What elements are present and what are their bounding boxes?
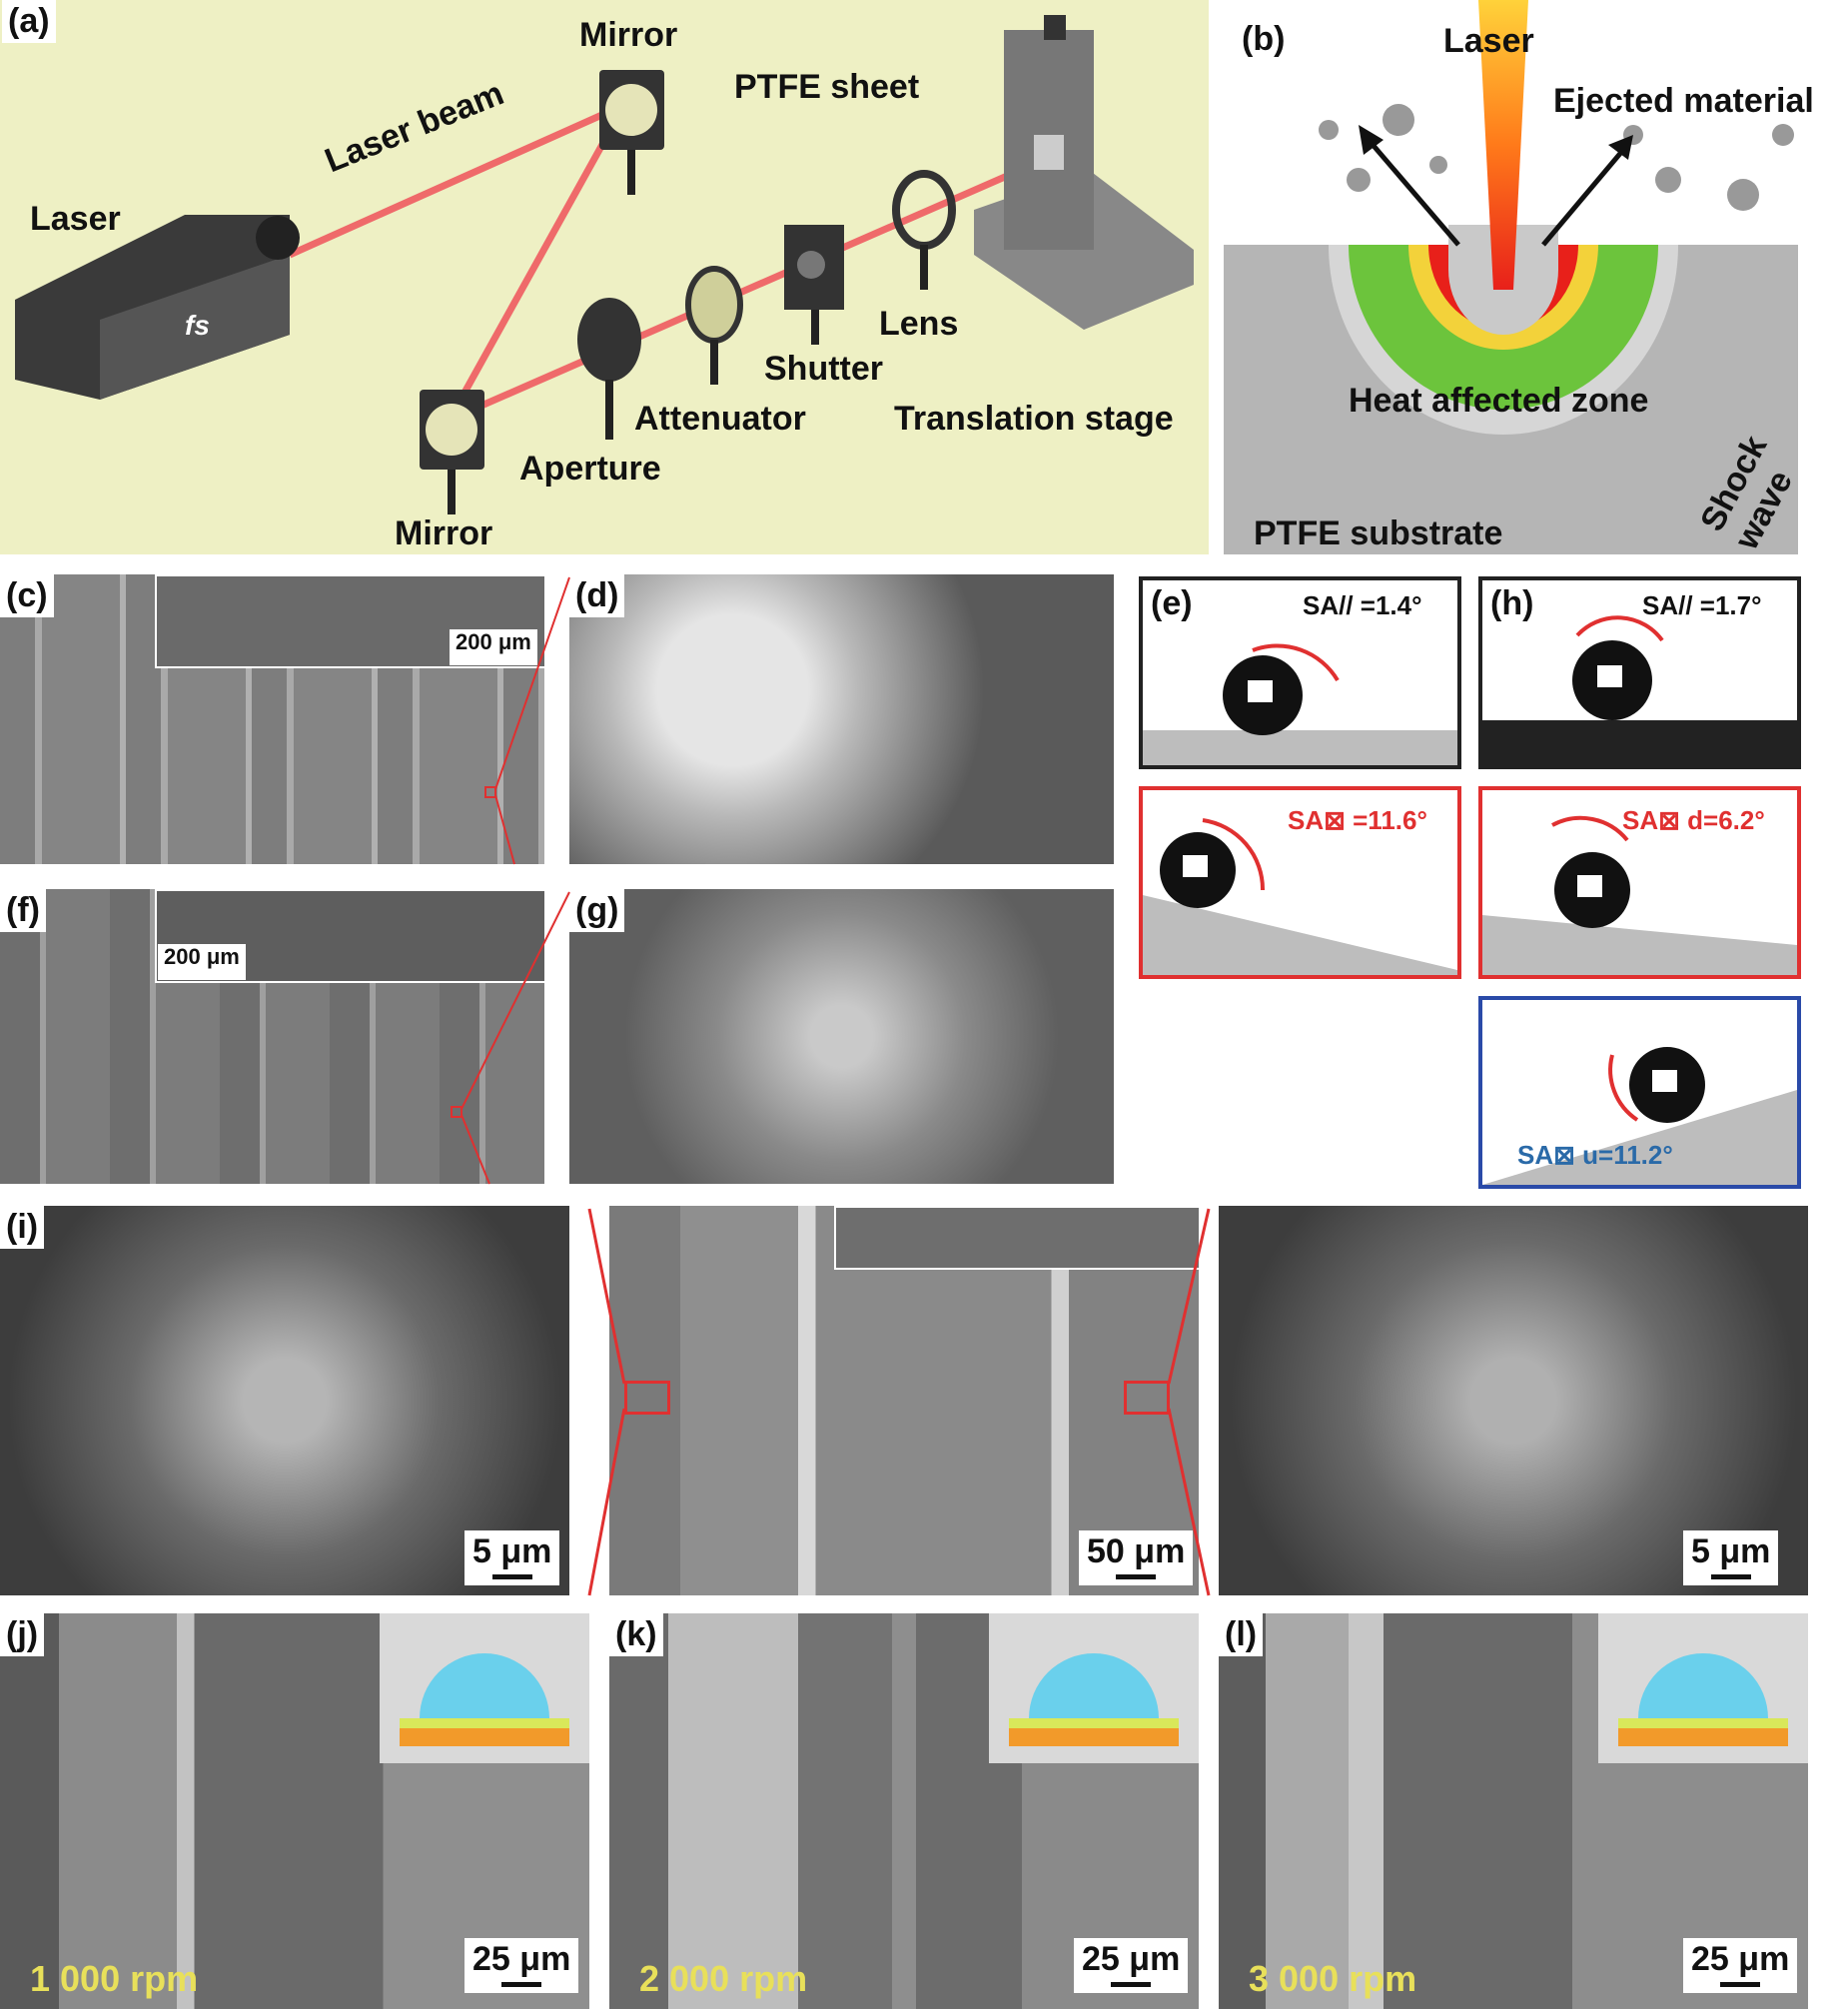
attenuator-shape [685, 266, 743, 344]
scale-bar-f-text: 200 μm [164, 944, 240, 969]
panel-label-g: (g) [569, 889, 625, 932]
droplet-h-top [1482, 615, 1797, 765]
scale-bar-l-text: 25 μm [1691, 1940, 1790, 1978]
sa-h-bottom: SA⊠ u=11.2° [1517, 1140, 1673, 1170]
translation-stage-label: Translation stage [894, 400, 1174, 438]
scale-bar-i-left-text: 5 μm [472, 1532, 552, 1570]
panel-g-sem: (g) [569, 889, 1114, 1184]
panel-label-h: (h) [1490, 584, 1534, 622]
panel-i-middle: 50 μm [609, 1206, 1199, 1595]
speed-label-j: 1 000 rpm [30, 1958, 199, 1999]
panel-label-j: (j) [0, 1613, 45, 1656]
fs-label: fs [185, 310, 210, 341]
ptfe-substrate-label: PTFE substrate [1254, 514, 1503, 552]
laser-beam-shape [1478, 0, 1528, 290]
panel-h-bottom: SA⊠ u=11.2° [1478, 996, 1801, 1189]
droplet-schematic-l [1598, 1613, 1808, 1763]
scale-bar-k-text: 25 μm [1082, 1940, 1181, 1978]
scale-bar-c-text: 200 μm [456, 629, 531, 654]
ptfe-sheet-label: PTFE sheet [734, 68, 920, 106]
ablation-schematic [1224, 0, 1798, 554]
panel-label-e: (e) [1151, 584, 1193, 622]
panel-b-mechanism: (b) Laser Ejected material Heat affected… [1224, 0, 1848, 554]
scale-bar-j: 25 μm [464, 1938, 579, 1993]
droplet-schematic-k [989, 1613, 1199, 1763]
panel-label-i: (i) [0, 1206, 45, 1249]
panel-j-sem: (j) 1 000 rpm 25 μm [0, 1613, 589, 2009]
sa-e-top: SA// =1.4° [1303, 590, 1422, 620]
panel-i-inset [834, 1206, 1199, 1270]
aperture-shape [577, 298, 641, 382]
panel-l-sem: (l) 3 000 rpm 25 μm [1219, 1613, 1808, 2009]
scale-bar-i-mid: 50 μm [1079, 1530, 1194, 1585]
scale-bar-l: 25 μm [1683, 1938, 1798, 1993]
scale-bar-j-text: 25 μm [472, 1940, 571, 1978]
droplet-e-top [1143, 643, 1457, 765]
aperture-label: Aperture [519, 450, 661, 488]
panel-e-bottom: SA⊠ =11.6° [1139, 786, 1461, 979]
mirror-bottom-label: Mirror [395, 514, 493, 552]
beam-segment-1 [288, 101, 626, 259]
panel-label-l: (l) [1219, 1613, 1264, 1656]
droplet-h-bottom [1482, 1047, 1797, 1185]
panel-label-f: (f) [0, 889, 46, 932]
panel-d-sem: (d) [569, 574, 1114, 864]
zoom-box-right [1124, 1381, 1170, 1415]
beam-segment-2 [446, 103, 628, 422]
setup-schematic [15, 15, 1194, 514]
laser-label-b: Laser [1443, 22, 1534, 60]
panel-i-left: (i) 5 μm [0, 1206, 569, 1595]
heat-affected-zone-label: Heat affected zone [1349, 382, 1649, 420]
scale-bar-i-right-text: 5 μm [1691, 1532, 1771, 1570]
zoom-box-left [624, 1381, 670, 1415]
panel-label-c: (c) [0, 574, 54, 617]
sa-h-mid: SA⊠ d=6.2° [1622, 805, 1765, 835]
panel-label-k: (k) [609, 1613, 663, 1656]
speed-label-k: 2 000 rpm [639, 1958, 808, 1999]
droplet-h-mid [1482, 815, 1797, 975]
scale-bar-i-mid-text: 50 μm [1087, 1532, 1186, 1570]
sa-e-bottom: SA⊠ =11.6° [1288, 805, 1427, 835]
scale-bar-c: 200 μm [450, 629, 537, 665]
panel-c-sem: (c) 200 μm [0, 574, 544, 864]
attenuator-label: Attenuator [634, 400, 806, 438]
sa-h-top: SA// =1.7° [1642, 590, 1762, 620]
ejected-material-label: Ejected material [1553, 82, 1814, 120]
laser-label: Laser [30, 200, 121, 238]
lens-label: Lens [879, 305, 959, 343]
scale-bar-f: 200 μm [158, 944, 246, 980]
panel-i-right: 5 μm [1219, 1206, 1808, 1595]
droplet-e-bottom [1143, 818, 1457, 975]
shutter-label: Shutter [764, 350, 883, 388]
mirror-top-label: Mirror [579, 16, 678, 54]
panel-label-d: (d) [569, 574, 625, 617]
scale-bar-i-left: 5 μm [464, 1530, 560, 1585]
panel-label-b: (b) [1242, 20, 1286, 58]
panel-h-mid: SA⊠ d=6.2° [1478, 786, 1801, 979]
scale-bar-k: 25 μm [1074, 1938, 1189, 1993]
droplet-schematic-j [380, 1613, 589, 1763]
scale-bar-i-right: 5 μm [1683, 1530, 1779, 1585]
panel-e-top: (e) SA// =1.4° [1139, 576, 1461, 769]
beam-segment-3 [448, 156, 1046, 424]
panel-k-sem: (k) 2 000 rpm 25 μm [609, 1613, 1199, 2009]
panel-a-setup: (a) Laser fs Laser beam Mirror PTFE shee… [0, 0, 1209, 554]
panel-f-sem: (f) 200 μm [0, 889, 544, 1184]
speed-label-l: 3 000 rpm [1249, 1958, 1417, 1999]
panel-h-top: (h) SA// =1.7° [1478, 576, 1801, 769]
panel-label-a: (a) [2, 0, 56, 43]
